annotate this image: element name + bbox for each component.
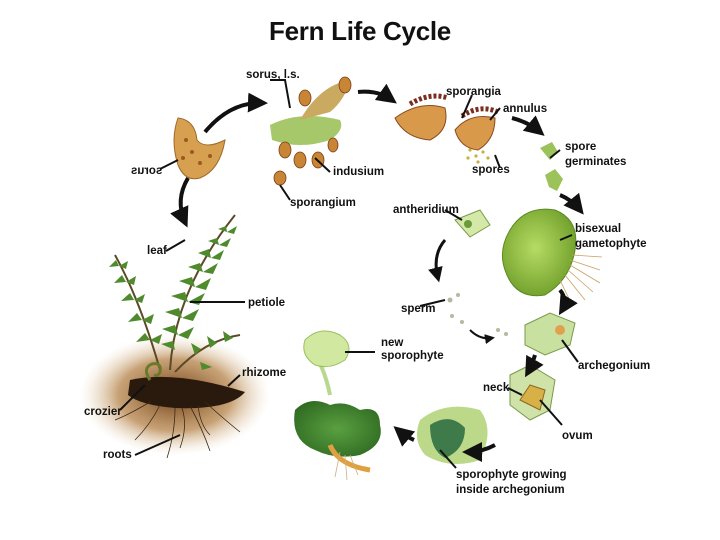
archegonium [524,312,576,356]
cycle-arrows [170,83,584,462]
label-archegonium: archegonium [578,360,651,372]
label-new: new [381,337,404,349]
sorus-leaf-fragment [173,117,226,180]
label-antheridium: antheridium [393,204,459,216]
label-sperm: sperm [401,303,436,315]
label-sorus: sorus [131,165,163,177]
sporangia [394,93,500,164]
label-sorus-ls: sorus, l.s. [246,69,300,81]
mature-fern-sporophyte [80,214,270,459]
sporophyte-inside-archegonium [416,406,488,464]
label-crozier: crozier [84,406,122,418]
label-bisexual: bisexual [575,223,622,235]
bisexual-gametophyte [501,208,603,306]
label-indusium: indusium [333,166,385,178]
label-germinates: germinates [565,156,627,168]
label-spores: spores [472,164,510,176]
antheridium [454,209,491,238]
label-annulus: annulus [503,103,548,115]
label-ovum: ovum [562,430,593,442]
diagram-title: Fern Life Cycle [269,16,451,46]
label-sporophyte: sporophyte [381,350,444,362]
label-gametophyte: gametophyte [575,238,647,250]
label-spore: spore [565,141,597,153]
label-leader-lines [119,79,579,469]
label-inside-archegonium: inside archegonium [456,484,565,496]
germinating-spore [540,142,563,191]
label-rhizome: rhizome [242,367,287,379]
sorus-longitudinal-section [270,76,352,186]
label-petiole: petiole [248,297,286,309]
new-sporophyte [294,330,381,481]
label-leaf: leaf [147,245,167,257]
label-sporangium: sporangium [290,197,356,209]
label-roots: roots [103,449,132,461]
label-neck: neck [483,382,510,394]
label-sporophyte-growing: sporophyte growing [456,469,567,481]
sperm-cells [447,293,508,336]
label-sporangia: sporangia [446,86,501,98]
